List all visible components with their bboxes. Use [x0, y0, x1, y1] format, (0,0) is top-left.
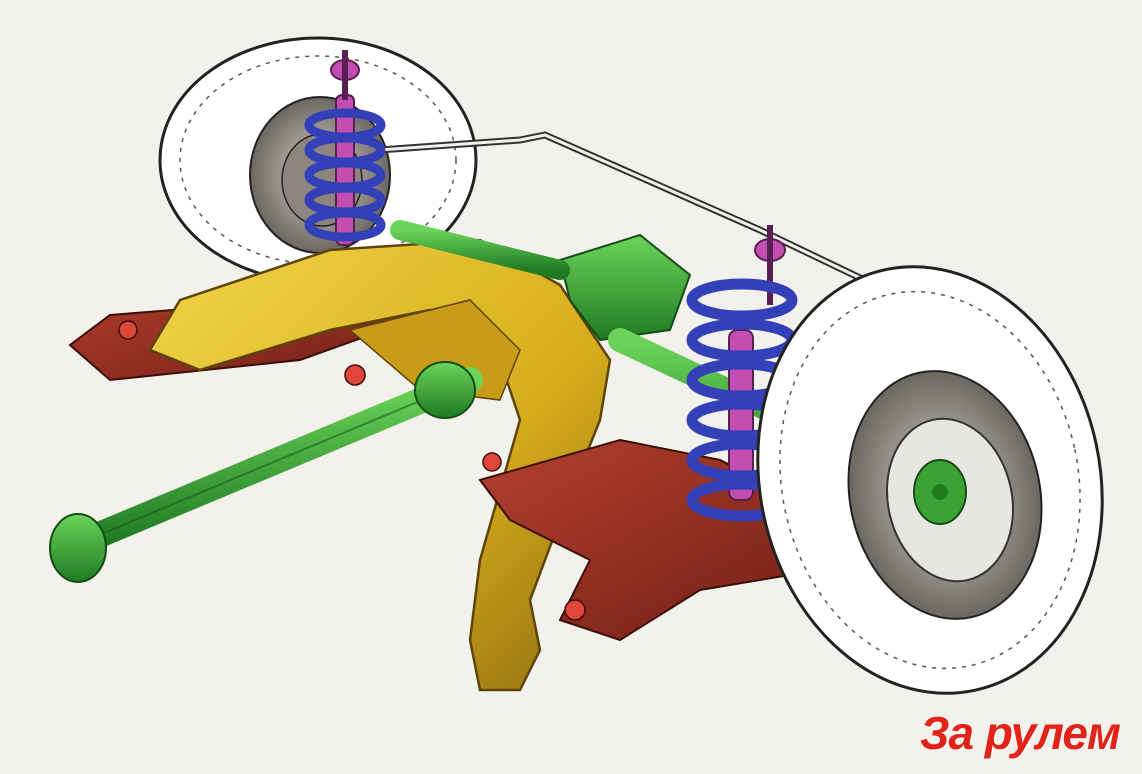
shock-absorber-right [728, 225, 786, 501]
wheel-right [756, 265, 1104, 695]
watermark-logo: За рулем [919, 707, 1121, 759]
anti-roll-bar [376, 131, 1004, 349]
differential [558, 233, 692, 342]
coil-spring-left [304, 108, 386, 242]
bushings [118, 320, 586, 621]
